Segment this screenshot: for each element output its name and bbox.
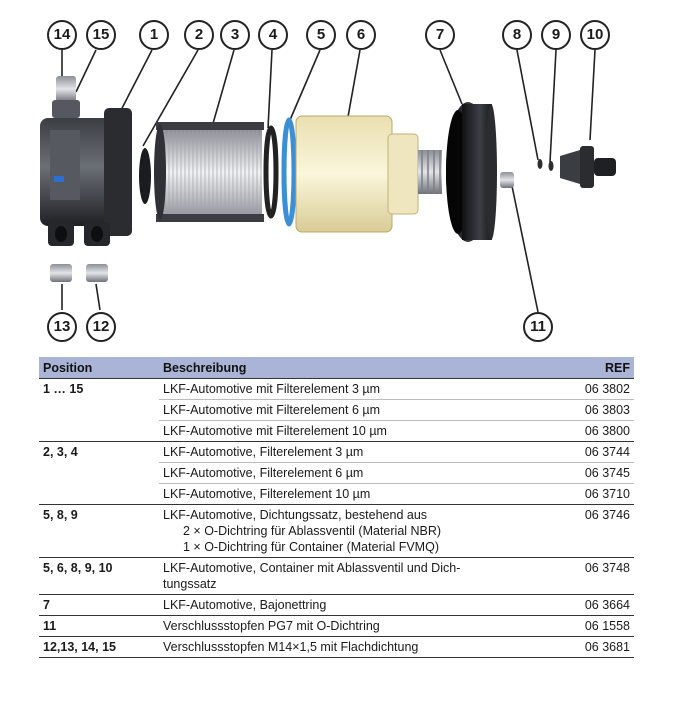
description-continuation: tungssatz — [163, 577, 217, 591]
cell-ref: 06 3748 — [577, 557, 634, 595]
cell-position — [39, 484, 159, 505]
cell-description: LKF-Automotive mit Filterelement 6 µm — [159, 399, 577, 421]
cell-ref: 06 3800 — [577, 420, 634, 442]
callout-13: 13 — [47, 312, 77, 342]
cell-position: 7 — [39, 594, 159, 616]
cell-position: 1 … 15 — [39, 378, 159, 400]
o-ring-9 — [548, 161, 554, 171]
o-ring-4 — [263, 125, 279, 219]
callout-6: 6 — [346, 20, 376, 50]
cell-position: 5, 6, 8, 9, 10 — [39, 557, 159, 595]
cell-position — [39, 421, 159, 442]
cell-position — [39, 400, 159, 421]
table-header-row: Position Beschreibung REF — [39, 357, 634, 379]
description-subline-2: 1 × O-Dichtring für Container (Material … — [183, 540, 439, 554]
exploded-view-diagram: 14 15 1 2 3 4 5 6 7 8 9 10 13 12 11 — [0, 0, 679, 352]
cell-position: 2, 3, 4 — [39, 441, 159, 463]
drain-valve — [560, 146, 616, 188]
closure-plug-pg7 — [500, 172, 514, 188]
cell-ref: 06 3681 — [577, 636, 634, 658]
header-position: Position — [39, 357, 159, 379]
table-row: LKF-Automotive mit Filterelement 10 µm 0… — [39, 420, 634, 442]
o-ring-blue — [281, 117, 297, 227]
table-row: 5, 8, 9 LKF-Automotive, Dichtungssatz, b… — [39, 504, 634, 558]
callout-5: 5 — [306, 20, 336, 50]
parts-table: Position Beschreibung REF 1 … 15 LKF-Aut… — [39, 357, 634, 658]
table-row: LKF-Automotive, Filterelement 6 µm 06 37… — [39, 462, 634, 484]
description-main: LKF-Automotive, Container mit Ablassvent… — [163, 561, 461, 575]
cell-position: 12,13, 14, 15 — [39, 636, 159, 658]
table-row: 2, 3, 4 LKF-Automotive, Filterelement 3 … — [39, 441, 634, 463]
cell-description: LKF-Automotive, Dichtungssatz, bestehend… — [159, 504, 577, 558]
cell-position — [39, 463, 159, 484]
filter-element — [154, 122, 264, 222]
o-ring-8 — [537, 159, 543, 169]
table-row: 11 Verschlussstopfen PG7 mit O-Dichtring… — [39, 615, 634, 637]
table-row: 5, 6, 8, 9, 10 LKF-Automotive, Container… — [39, 557, 634, 595]
table-row: 1 … 15 LKF-Automotive mit Filterelement … — [39, 378, 634, 400]
callout-14: 14 — [47, 20, 77, 50]
cell-ref: 06 3745 — [577, 462, 634, 484]
container-bowl — [295, 115, 442, 233]
cell-description: LKF-Automotive, Bajonettring — [159, 594, 577, 616]
callout-2: 2 — [184, 20, 214, 50]
description-subline-1: 2 × O-Dichtring für Ablassventil (Materi… — [183, 524, 442, 538]
callout-15: 15 — [86, 20, 116, 50]
seal-ring — [139, 148, 151, 204]
cell-ref: 06 3710 — [577, 483, 634, 505]
cell-ref: 06 3746 — [577, 504, 634, 558]
table-row: 12,13, 14, 15 Verschlussstopfen M14×1,5 … — [39, 636, 634, 658]
callout-3: 3 — [220, 20, 250, 50]
cell-ref: 06 1558 — [577, 615, 634, 637]
closure-plugs-m14 — [50, 264, 108, 282]
cell-description: Verschlussstopfen PG7 mit O-Dichtring — [159, 615, 577, 637]
cell-description: LKF-Automotive mit Filterelement 10 µm — [159, 420, 577, 442]
callout-8: 8 — [502, 20, 532, 50]
callout-10: 10 — [580, 20, 610, 50]
callout-11: 11 — [523, 312, 553, 342]
bayonet-ring — [446, 102, 497, 242]
table-row: LKF-Automotive, Filterelement 10 µm 06 3… — [39, 483, 634, 505]
exploded-view-drawing — [40, 49, 616, 313]
header-description: Beschreibung — [159, 357, 577, 379]
cell-description: LKF-Automotive, Filterelement 6 µm — [159, 462, 577, 484]
cell-position: 5, 8, 9 — [39, 504, 159, 558]
description-main: LKF-Automotive, Dichtungssatz, bestehend… — [163, 508, 428, 522]
cell-description: LKF-Automotive, Filterelement 10 µm — [159, 483, 577, 505]
cell-ref: 06 3744 — [577, 441, 634, 463]
cell-description: LKF-Automotive, Filterelement 3 µm — [159, 441, 577, 463]
cell-position: 11 — [39, 615, 159, 637]
callout-7: 7 — [425, 20, 455, 50]
cell-ref: 06 3664 — [577, 594, 634, 616]
callout-1: 1 — [139, 20, 169, 50]
table-row: 7 LKF-Automotive, Bajonettring 06 3664 — [39, 594, 634, 616]
leader-lines — [61, 49, 596, 313]
header-ref: REF — [577, 357, 634, 379]
filter-head-housing — [40, 76, 132, 246]
callout-12: 12 — [86, 312, 116, 342]
callout-4: 4 — [258, 20, 288, 50]
cell-description: Verschlussstopfen M14×1,5 mit Flachdicht… — [159, 636, 577, 658]
callout-9: 9 — [541, 20, 571, 50]
cell-ref: 06 3802 — [577, 378, 634, 400]
table-row: LKF-Automotive mit Filterelement 6 µm 06… — [39, 399, 634, 421]
cell-ref: 06 3803 — [577, 399, 634, 421]
cell-description: LKF-Automotive mit Filterelement 3 µm — [159, 378, 577, 400]
cell-description: LKF-Automotive, Container mit Ablassvent… — [159, 557, 577, 595]
